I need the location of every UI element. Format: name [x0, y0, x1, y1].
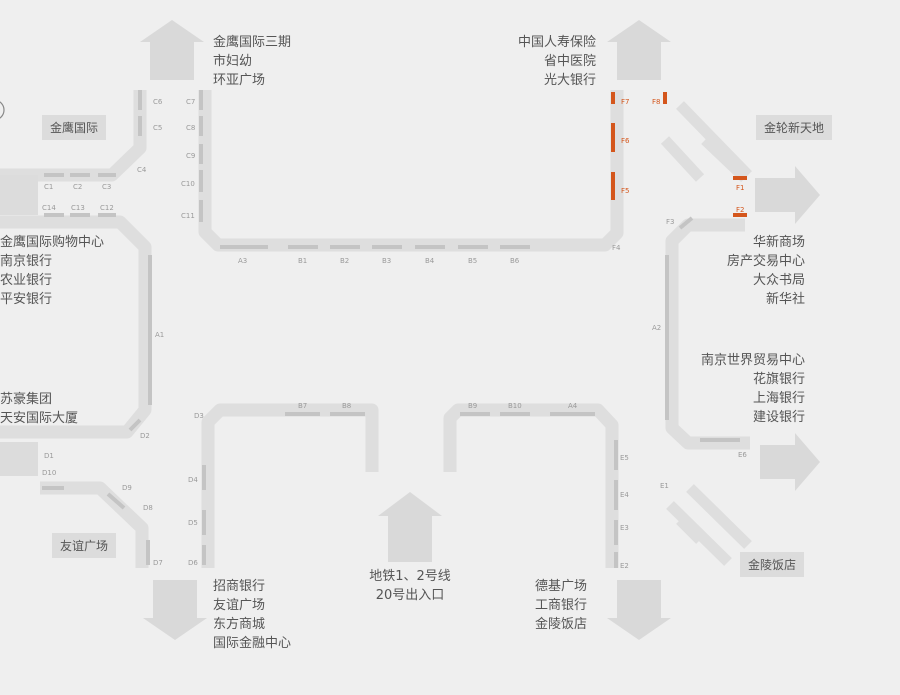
gate-f1: F1 — [736, 184, 744, 192]
gate-e4: E4 — [620, 491, 629, 499]
gate-c2: C2 — [73, 183, 82, 191]
gate-c5: C5 — [153, 124, 162, 132]
gate-a3: A3 — [238, 257, 247, 265]
label-box-jinlun: 金轮新天地 — [756, 115, 833, 140]
area-east-upper: 华新商场 房产交易中心 大众书局 新华社 — [726, 235, 805, 307]
gate-f3: F3 — [666, 218, 674, 226]
gate-d8: D8 — [143, 504, 153, 512]
corridor-north-main — [198, 90, 624, 252]
exit-arrow-south-west — [143, 580, 207, 640]
corridor-west-side — [0, 215, 152, 439]
gate-f5: F5 — [621, 187, 629, 195]
corridor-east-side — [665, 218, 750, 450]
gate-c11: C11 — [181, 212, 195, 220]
gate-c4: C4 — [137, 166, 147, 174]
corridor-southeast-diagonal — [686, 484, 752, 549]
exit-arrow-north-east — [607, 20, 671, 80]
gate-f8: F8 — [652, 98, 660, 106]
gate-b8: B8 — [342, 402, 351, 410]
gate-d5: D5 — [188, 519, 198, 527]
area-west-lower: 苏豪集团 天安国际大厦 — [0, 392, 79, 426]
area-south-west: 招商银行 友谊广场 东方商城 国际金融中心 — [213, 579, 292, 651]
gate-f7: F7 — [621, 98, 629, 106]
gate-c13: C13 — [71, 204, 85, 212]
gate-e5: E5 — [620, 454, 629, 462]
area-south-east: 德基广场 工商银行 金陵饭店 — [535, 579, 588, 632]
gate-e3: E3 — [620, 524, 629, 532]
west-block-lower — [0, 442, 38, 476]
gate-b1: B1 — [298, 257, 307, 265]
gate-d4: D4 — [188, 476, 198, 484]
gate-c8: C8 — [186, 124, 195, 132]
gate-b5: B5 — [468, 257, 477, 265]
gate-b2: B2 — [340, 257, 349, 265]
gate-b4: B4 — [425, 257, 435, 265]
gate-a2: A2 — [652, 324, 661, 332]
exit-arrow-east-lower — [760, 433, 820, 491]
gate-a1: A1 — [155, 331, 164, 339]
corridor-southeast-diagonal-3 — [676, 516, 704, 544]
area-north-east: 中国人寿保险 省中医院 光大银行 — [517, 35, 596, 88]
gate-f6: F6 — [621, 137, 630, 145]
gate-c7: C7 — [186, 98, 195, 106]
area-north-west: 金鹰国际三期 市妇幼 环亚广场 — [213, 35, 292, 88]
label-box-jinling: 金陵饭店 — [740, 552, 805, 577]
gate-d9: D9 — [122, 484, 132, 492]
gate-c10: C10 — [181, 180, 195, 188]
gate-c9: C9 — [186, 152, 195, 160]
gate-e1: E1 — [660, 482, 669, 490]
gate-c3: C3 — [102, 183, 111, 191]
gate-d3: D3 — [194, 412, 204, 420]
label-box-jinying: 金鹰国际 — [42, 115, 107, 140]
gate-b6: B6 — [510, 257, 520, 265]
gate-c1: C1 — [44, 183, 53, 191]
edge-marker — [0, 101, 5, 119]
gate-e2: E2 — [620, 562, 629, 570]
gate-b3: B3 — [382, 257, 391, 265]
gate-d6: D6 — [188, 559, 198, 567]
gate-e6: E6 — [738, 451, 747, 459]
label-box-youyi: 友谊广场 — [52, 533, 117, 558]
west-block-upper — [0, 175, 38, 215]
corridor-northeast-diagonal-3 — [701, 136, 749, 182]
gate-f4: F4 — [612, 244, 621, 252]
exit-arrow-metro — [378, 492, 442, 562]
corridor-northeast-diagonal-2 — [660, 136, 705, 182]
gate-c14: C14 — [42, 204, 56, 212]
exit-arrow-south-east — [607, 580, 671, 640]
gate-b9: B9 — [468, 402, 477, 410]
corridor-south-east — [443, 403, 619, 568]
gate-d10: D10 — [42, 469, 56, 477]
gate-d1: D1 — [44, 452, 54, 460]
gate-d2: D2 — [140, 432, 150, 440]
gate-a4: A4 — [568, 402, 578, 410]
area-west-upper: 金鹰国际购物中心 南京银行 农业银行 平安银行 — [0, 235, 105, 307]
corridor-south-west — [201, 403, 379, 568]
gate-d7: D7 — [153, 559, 163, 567]
exit-arrow-north-west — [140, 20, 204, 80]
gate-b10: B10 — [508, 402, 522, 410]
gate-c6: C6 — [153, 98, 163, 106]
exit-arrow-east-upper — [755, 166, 820, 224]
gate-f2: F2 — [736, 206, 744, 214]
area-east-lower: 南京世界贸易中心 花旗银行 上海银行 建设银行 — [700, 353, 805, 425]
area-south-center-metro: 地铁1、2号线 20号出入口 — [369, 569, 451, 603]
gate-b7: B7 — [298, 402, 307, 410]
gate-c12: C12 — [100, 204, 114, 212]
